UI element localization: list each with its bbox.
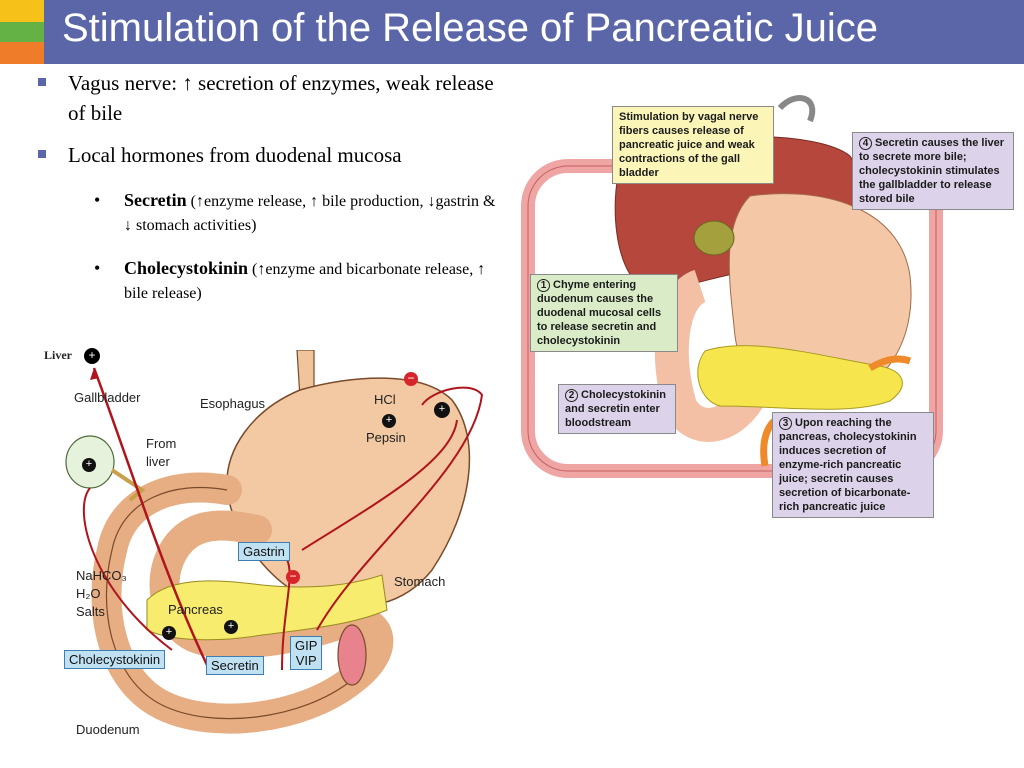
plus-badge: + [382,414,396,428]
minus-sign: − [289,569,297,583]
h2o-label: H₂O [76,586,101,601]
step-2-text: Cholecystokinin and secretin enter blood… [565,389,666,429]
sub-bullet-text: (↑enzyme release, ↑ bile production, ↓ga… [124,193,496,234]
gastrin-label: Gastrin [238,542,290,561]
plus-badge: + [82,458,96,472]
gallbladder-label: Gallbladder [74,390,141,405]
bullet-text: Local hormones from duodenal mucosa [68,143,402,167]
plus-badge: + [434,402,450,418]
plus-badge: + [162,626,176,640]
accent-block-yellow [0,0,44,22]
from-liver-label-2: liver [146,454,170,469]
plus-sign: + [88,348,96,362]
sub-bullet-text: (↑enzyme and bicarbonate release, ↑ bile… [124,261,486,302]
duodenum-label: Duodenum [76,722,140,737]
hcl-label: HCl [374,392,396,407]
minus-badge: − [286,570,300,584]
cholecystokinin-label: Cholecystokinin [64,650,166,669]
minus-sign: − [407,371,415,385]
plus-sign: + [165,626,173,638]
liver-label: Liver [44,348,72,362]
step-2-number: 2 [565,389,578,402]
stomach-label: Stomach [394,574,446,589]
pepsin-label: Pepsin [366,430,406,445]
sub-bullet-item: Secretin (↑enzyme release, ↑ bile produc… [36,188,506,238]
bullet-item: Local hormones from duodenal mucosa [36,140,506,170]
plus-sign: + [227,620,235,632]
sub-bullet-term: Secretin [124,190,187,210]
sub-bullet-item: Cholecystokinin (↑enzyme and bicarbonate… [36,256,506,306]
step-3-number: 3 [779,417,792,430]
salts-label: Salts [76,604,105,619]
vip-text: VIP [295,653,317,668]
step-3-text: Upon reaching the pancreas, cholecystoki… [779,417,917,513]
accent-block-green [0,22,44,42]
minus-badge: − [404,372,418,386]
vagal-stimulation-text: Stimulation by vagal nerve fibers causes… [619,111,759,179]
step-4-text: Secretin causes the liver to secrete mor… [859,137,1005,205]
secretin-label: Secretin [206,656,264,675]
step-1-number: 1 [537,279,550,292]
bullet-item: Vagus nerve: ↑ secretion of enzymes, wea… [36,68,506,128]
gip-vip-label: GIP VIP [290,636,323,670]
accent-block-orange [0,42,44,64]
vagal-stimulation-box: Stimulation by vagal nerve fibers causes… [612,106,774,184]
step-4-number: 4 [859,137,872,150]
plus-sign: + [85,458,93,470]
bullet-list: Vagus nerve: ↑ secretion of enzymes, wea… [36,68,506,306]
from-liver-label-1: From [146,436,177,451]
plus-sign-badge: + [84,348,100,364]
gip-text: GIP [295,638,318,653]
plus-badge: + [224,620,238,634]
slide-title: Stimulation of the Release of Pancreatic… [62,6,878,50]
digestive-tract-figure: Liver + Gallbladder Esophagus From liver… [44,348,488,768]
title-bar [0,0,1024,64]
sub-bullet-term: Cholecystokinin [124,258,249,278]
step-1-text: Chyme entering duodenum causes the duode… [537,279,662,347]
pancreas-label: Pancreas [168,602,223,617]
pancreatic-secretion-figure: Stimulation by vagal nerve fibers causes… [520,86,1016,524]
esophagus-label: Esophagus [200,396,266,411]
plus-sign: + [385,414,393,426]
nahco3-label: NaHCO₃ [76,568,127,583]
plus-sign: + [438,403,446,415]
bullet-text: Vagus nerve: ↑ secretion of enzymes, wea… [68,71,494,125]
